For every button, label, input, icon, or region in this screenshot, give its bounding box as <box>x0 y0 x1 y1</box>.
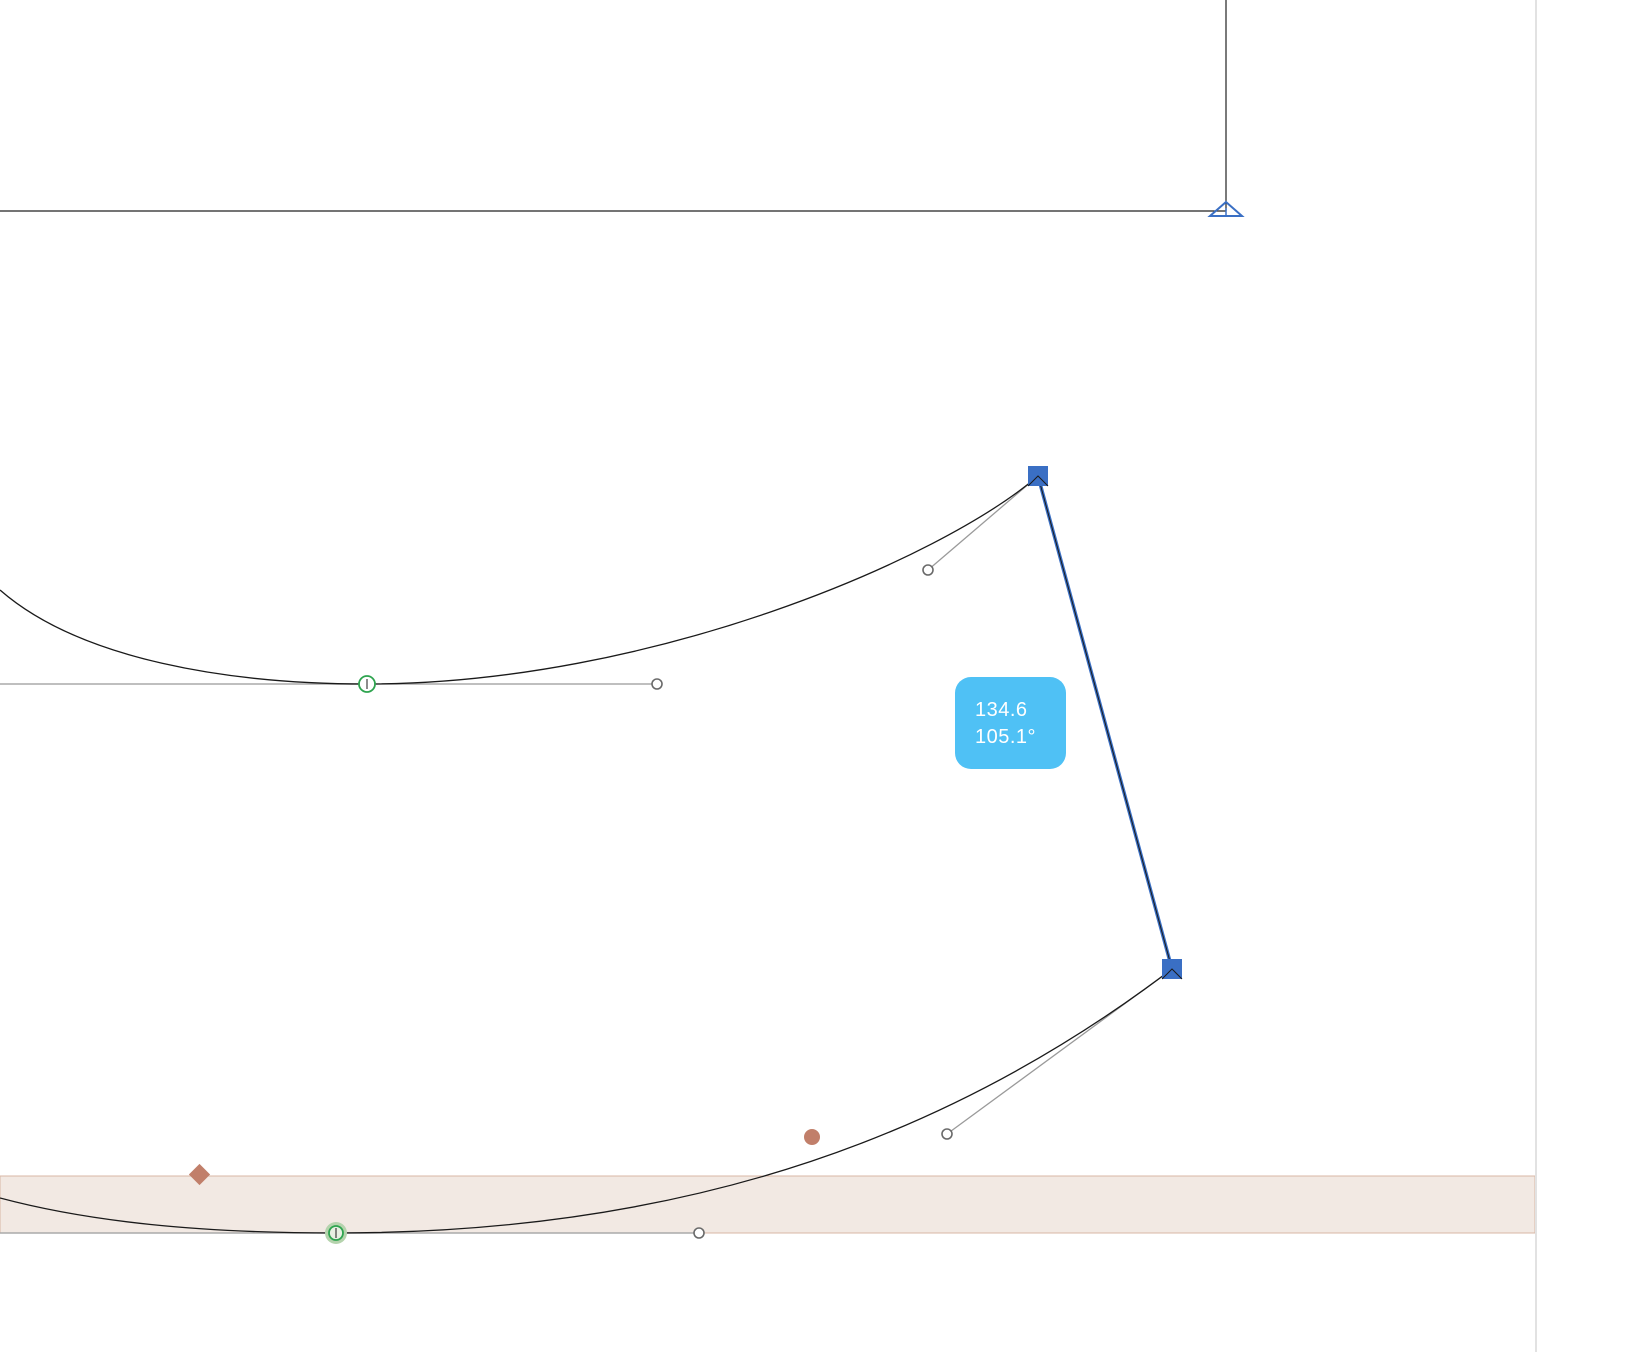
handle-line <box>927 475 1039 571</box>
anchor-dot-icon[interactable] <box>804 1129 820 1145</box>
origin-marker-icon[interactable] <box>1207 200 1245 217</box>
contour-upper-curve[interactable] <box>0 475 1039 685</box>
measure-angle: 105.1° <box>975 726 1037 748</box>
off-curve-handle-icon[interactable] <box>922 564 934 576</box>
off-curve-handle-icon[interactable] <box>941 1128 953 1140</box>
contour-lower-curve[interactable] <box>0 968 1173 1234</box>
alignment-zone <box>0 1175 1536 1234</box>
off-curve-handle-icon[interactable] <box>693 1227 705 1239</box>
off-curve-handle-icon[interactable] <box>651 678 663 690</box>
measure-tooltip: 134.6 105.1° <box>955 677 1066 769</box>
smooth-node-icon[interactable] <box>325 1222 347 1244</box>
selected-segment-core <box>1037 475 1173 970</box>
panel-divider <box>1535 0 1537 1352</box>
smooth-node-icon[interactable] <box>358 675 376 693</box>
measure-length: 134.6 <box>975 699 1028 721</box>
corner-node-stroke <box>1161 968 1183 980</box>
corner-node-stroke <box>1027 475 1049 487</box>
